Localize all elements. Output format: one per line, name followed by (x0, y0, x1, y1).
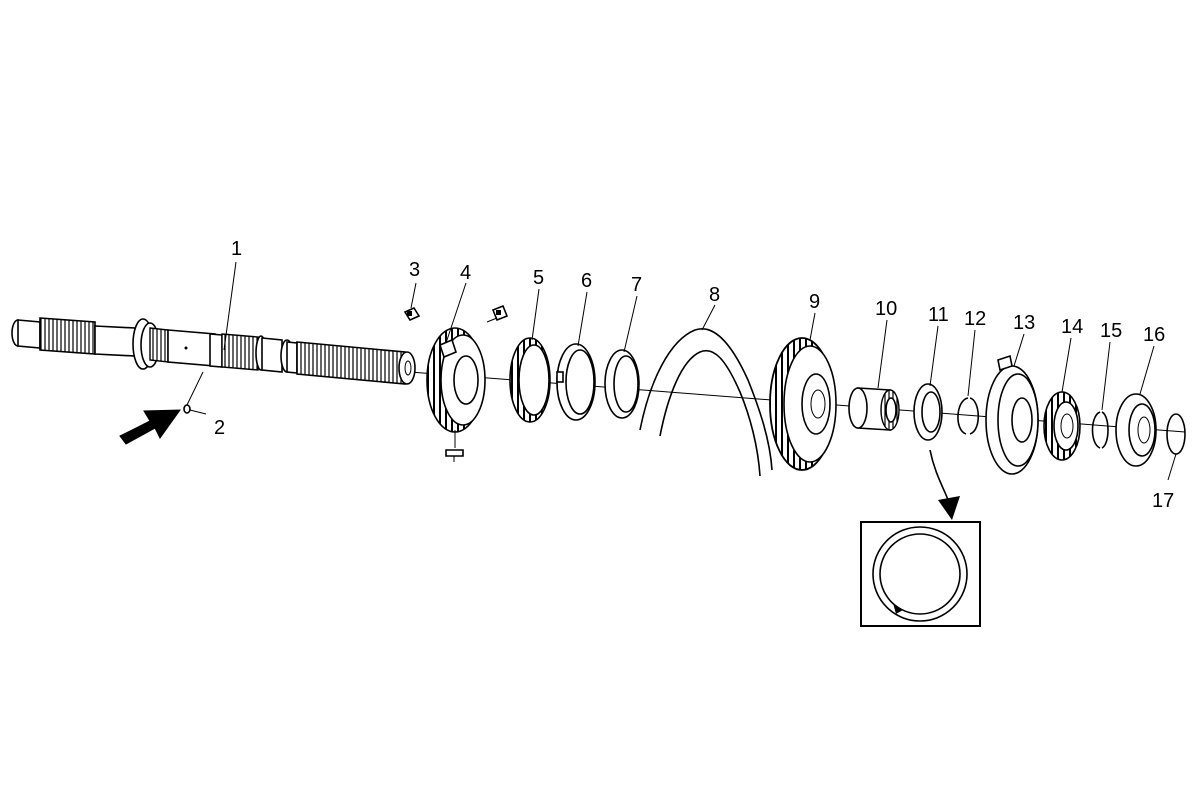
callout-10: 10 (875, 298, 897, 320)
callout-11: 11 (928, 304, 949, 326)
callout-labels: 1 2 3 4 5 6 7 8 9 10 11 12 13 14 15 16 1… (214, 238, 1174, 512)
leader-lines (223, 261, 1155, 411)
shaft-part-1 (11, 317, 416, 385)
detail-inset-box (860, 521, 981, 627)
callout-4: 4 (460, 262, 471, 284)
snap-ring-part-15 (1091, 411, 1109, 449)
bearing-part-16 (1115, 393, 1157, 467)
ring-part-7 (604, 349, 640, 419)
callout-5: 5 (533, 267, 544, 289)
callout-8: 8 (709, 284, 720, 306)
callout-7: 7 (631, 274, 642, 296)
housing-outline-part-8 (639, 328, 773, 477)
callout-14: 14 (1061, 316, 1083, 338)
callout-12: 12 (964, 308, 986, 330)
callout-3: 3 (409, 259, 420, 281)
snap-ring-part-17 (1166, 413, 1186, 481)
retainer-part-13 (985, 354, 1039, 475)
pin-part-2 (183, 371, 207, 415)
key-part-3 (403, 306, 421, 322)
synchronizer-hub-part-4 (426, 304, 509, 462)
callout-2: 2 (214, 417, 225, 439)
callout-13: 13 (1013, 312, 1035, 334)
callout-15: 15 (1100, 320, 1122, 342)
callout-1: 1 (231, 238, 242, 260)
snap-ring-part-12 (957, 397, 980, 435)
blocker-ring-part-5 (509, 337, 551, 423)
bearing-sleeve-part-10 (848, 387, 900, 431)
ring-part-6 (556, 343, 596, 421)
callout-17: 17 (1152, 490, 1174, 512)
curved-arrow-icon (929, 449, 960, 520)
callout-6: 6 (581, 270, 592, 292)
callout-9: 9 (809, 291, 820, 313)
gear-part-9 (769, 337, 837, 471)
callout-16: 16 (1143, 324, 1165, 346)
bearing-part-14 (1043, 391, 1081, 461)
washer-part-11 (913, 383, 943, 441)
arrow-pointer-icon (119, 409, 181, 445)
